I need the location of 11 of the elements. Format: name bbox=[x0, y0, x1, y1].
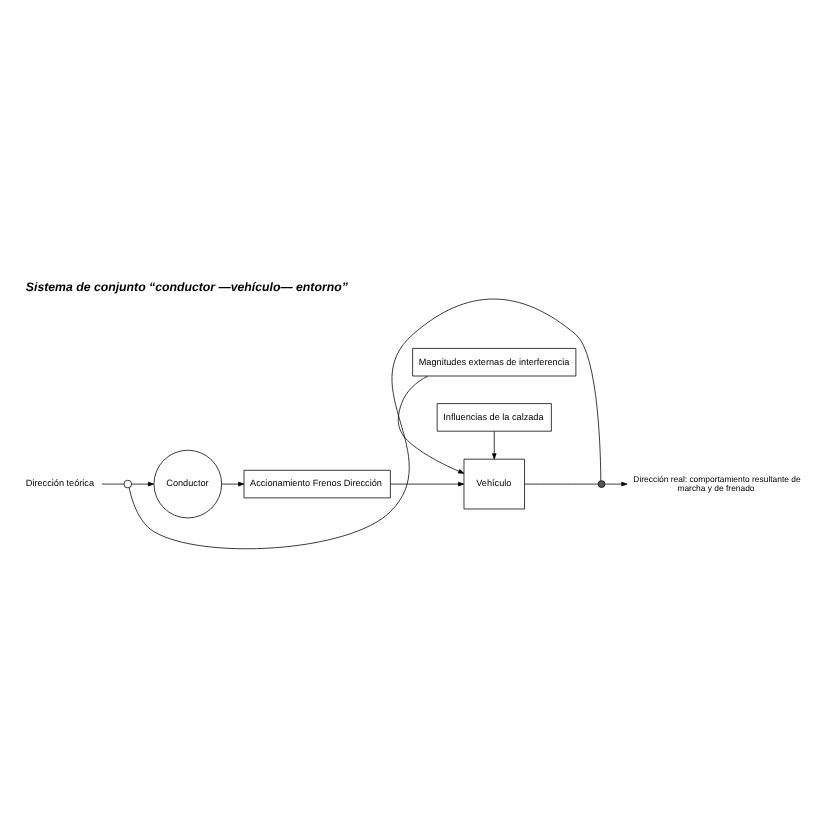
arrow bbox=[221, 480, 245, 486]
arrow bbox=[131, 480, 155, 486]
node-circle bbox=[123, 478, 132, 488]
connector bbox=[101, 482, 125, 484]
arrow bbox=[604, 480, 628, 486]
connector bbox=[524, 482, 599, 484]
arrow bbox=[390, 480, 465, 486]
arrow bbox=[397, 374, 465, 473]
connector bbox=[128, 297, 602, 549]
arrow bbox=[492, 430, 497, 459]
node-dot bbox=[597, 479, 606, 487]
